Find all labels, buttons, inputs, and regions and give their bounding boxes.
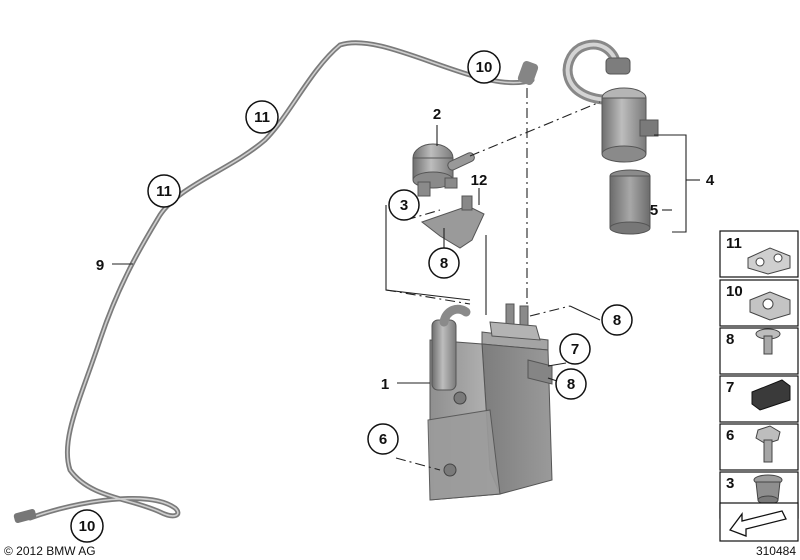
- side-item-7: 7: [719, 375, 799, 423]
- callout-8-top-label: 8: [613, 312, 621, 329]
- canister-part-1: [427, 303, 553, 501]
- callout-8-mid: 8: [555, 368, 587, 400]
- callout-9-label: 9: [96, 257, 104, 274]
- copyright-text: © 2012 BMW AG: [4, 544, 96, 558]
- callout-9: 9: [96, 257, 104, 274]
- callout-2-label: 2: [433, 106, 441, 123]
- callout-3-label: 3: [400, 197, 408, 214]
- hex-bolt-icon: [755, 425, 781, 463]
- side-item-11: 11: [719, 230, 799, 278]
- screw-icon: [755, 328, 781, 355]
- callout-7: 7: [559, 333, 591, 365]
- callout-10-top-label: 10: [476, 59, 493, 76]
- callout-5-label: 5: [650, 202, 658, 219]
- hose-clip-icon: [749, 291, 791, 321]
- side-item-11-number: 11: [726, 235, 742, 252]
- diagram-number: 310484: [756, 544, 796, 558]
- callout-12-label: 12: [471, 172, 488, 189]
- side-item-3-number: 3: [726, 475, 734, 492]
- callout-4-label: 4: [706, 172, 715, 189]
- grommet-icon: [753, 474, 783, 505]
- callout-1: 1: [381, 376, 389, 393]
- callout-8-bracket-label: 8: [440, 255, 448, 272]
- callout-1-label: 1: [381, 376, 389, 393]
- pump-assembly-part-4: [562, 39, 659, 163]
- callout-10-bottom: 10: [70, 509, 104, 543]
- filter-part-5: [609, 169, 651, 235]
- callout-3: 3: [388, 189, 420, 221]
- callout-11-upper-label: 11: [254, 109, 270, 126]
- direction-arrow-icon: [728, 510, 787, 537]
- callout-8-mid-label: 8: [567, 376, 575, 393]
- side-item-8-number: 8: [726, 331, 734, 348]
- side-item-6-number: 6: [726, 427, 734, 444]
- callout-7-label: 7: [571, 341, 579, 358]
- callout-5: 5: [650, 202, 658, 219]
- callout-11-lower-label: 11: [156, 183, 172, 200]
- leader-lines: [112, 125, 700, 384]
- double-clip-icon: [747, 247, 791, 275]
- callout-11-upper: 11: [245, 100, 279, 134]
- rubber-buffer-icon: [751, 379, 791, 411]
- side-item-8: 8: [719, 327, 799, 375]
- callout-10-bottom-label: 10: [79, 518, 96, 535]
- callout-8-top: 8: [601, 304, 633, 336]
- side-item-10: 10: [719, 279, 799, 327]
- direction-arrow-box: [719, 502, 799, 542]
- bracket-part-12: [420, 195, 485, 249]
- valve-part-2: [412, 143, 475, 197]
- callout-12: 12: [471, 172, 488, 189]
- callout-6-label: 6: [379, 431, 387, 448]
- side-item-10-number: 10: [726, 283, 743, 300]
- callout-8-bracket: 8: [428, 247, 460, 279]
- callout-11-lower: 11: [147, 174, 181, 208]
- side-item-6: 6: [719, 423, 799, 471]
- callout-10-top: 10: [467, 50, 501, 84]
- callout-2: 2: [433, 106, 441, 123]
- side-item-7-number: 7: [726, 379, 734, 396]
- callout-4: 4: [706, 172, 715, 189]
- side-panel: 11 10 8 7: [719, 230, 799, 542]
- callout-6: 6: [367, 423, 399, 455]
